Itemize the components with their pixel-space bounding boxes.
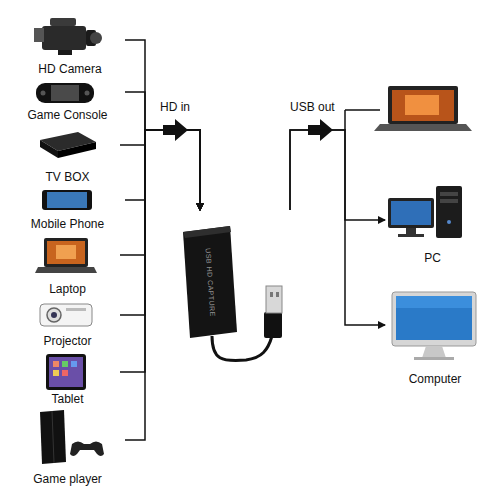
signal-wire — [120, 130, 200, 315]
printed-brand-text: USB HD CAPTURE — [204, 247, 216, 316]
device-label: Laptop — [49, 282, 86, 296]
device-label: Game player — [33, 472, 102, 486]
handheld-console-icon — [36, 83, 94, 103]
device-label: PC — [424, 251, 441, 265]
computer-icon — [392, 292, 476, 360]
device-label: Tablet — [51, 392, 83, 406]
pc-icon — [388, 186, 462, 238]
device-label: Projector — [43, 334, 91, 348]
device-label: TV BOX — [45, 170, 89, 184]
capture-card-device — [183, 226, 282, 361]
device-node: Tablet — [15, 350, 120, 406]
device-node: HD Camera — [15, 12, 125, 76]
signal-wire — [125, 92, 200, 210]
signal-wire — [120, 130, 200, 372]
direction-arrow — [308, 119, 333, 141]
wire — [345, 110, 380, 130]
projector-icon — [40, 304, 92, 326]
laptop-icon — [374, 86, 472, 131]
device-node: Projector — [15, 298, 120, 348]
signal-wire — [290, 130, 385, 220]
device-node: Game player — [10, 408, 125, 486]
game-player-icon — [40, 410, 104, 464]
device-node: Laptop — [15, 234, 120, 296]
signal-wire — [125, 130, 200, 210]
camera-icon — [34, 18, 102, 55]
device-label: Game Console — [27, 108, 107, 122]
phone-icon — [42, 190, 92, 210]
device-node: Computer — [385, 288, 485, 386]
signal-wire — [120, 130, 200, 255]
tablet-icon — [46, 354, 86, 390]
signal-wire — [125, 130, 200, 440]
device-label: Computer — [409, 372, 462, 386]
device-node: Game Console — [10, 78, 125, 122]
flow-label: USB out — [290, 100, 335, 114]
capture-card-node: USB HD CAPTURE — [180, 210, 300, 370]
laptop-icon — [35, 238, 97, 273]
signal-wire — [120, 130, 200, 210]
device-node: TV BOX — [15, 124, 120, 184]
signal-wire — [125, 40, 200, 210]
signal-wire — [290, 130, 385, 325]
flow-label: HD in — [160, 100, 190, 114]
tv-box-icon — [40, 132, 96, 158]
direction-arrow — [163, 119, 188, 141]
device-node: PC — [385, 185, 480, 265]
device-label: HD Camera — [38, 62, 101, 76]
device-node: Mobile Phone — [10, 186, 125, 231]
device-label: Mobile Phone — [31, 217, 104, 231]
